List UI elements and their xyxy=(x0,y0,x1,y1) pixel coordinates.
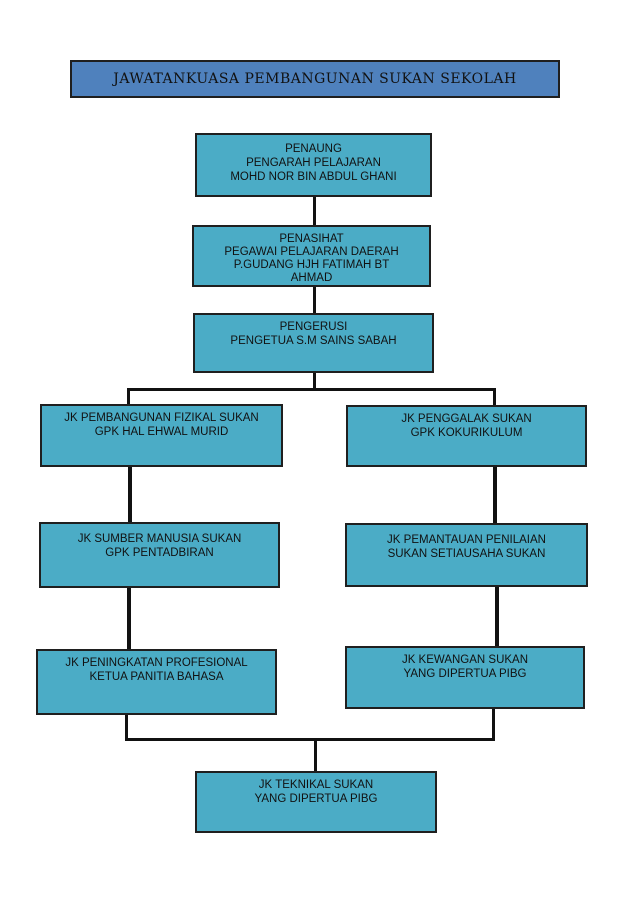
penasihat-name-2: AHMAD xyxy=(290,272,333,284)
pengerusi-title: PENGETUA S.M SAINS SABAH xyxy=(230,335,397,347)
box-jk-kewangan: JK KEWANGAN SUKAN YANG DIPERTUA PIBG xyxy=(345,646,585,709)
peningkatan-committee: JK PENINGKATAN PROFESIONAL xyxy=(65,657,248,669)
sumber-manusia-committee: JK SUMBER MANUSIA SUKAN xyxy=(77,533,242,545)
box-jk-sumber-manusia: JK SUMBER MANUSIA SUKAN GPK PENTADBIRAN xyxy=(39,522,280,588)
box-jk-peningkatan: JK PENINGKATAN PROFESIONAL KETUA PANITIA… xyxy=(36,649,277,715)
connector-left-bottom-drop xyxy=(125,715,128,740)
penasihat-title: PEGAWAI PELAJARAN DAERAH xyxy=(224,246,399,258)
connector-top-left-drop xyxy=(127,388,130,404)
connector-bottom-center-drop xyxy=(314,738,317,772)
pengerusi-role: PENGERUSI xyxy=(279,321,348,333)
connector-bottom-horizontal xyxy=(125,738,495,741)
penggalak-head: GPK KOKURIKULUM xyxy=(410,427,523,439)
connector-right-1-2 xyxy=(493,467,497,523)
connector-left-2-3 xyxy=(127,588,131,650)
box-penasihat: PENASIHAT PEGAWAI PELAJARAN DAERAH P.GUD… xyxy=(192,225,431,287)
sumber-manusia-head: GPK PENTADBIRAN xyxy=(105,547,214,559)
penasihat-role: PENASIHAT xyxy=(279,233,344,245)
penasihat-name-1: P.GUDANG HJH FATIMAH BT xyxy=(233,259,390,271)
connector-top-right-drop xyxy=(493,388,496,405)
connector-top-horizontal xyxy=(127,388,496,391)
connector-right-2-3 xyxy=(495,587,499,646)
chart-title-text: JAWATANKUASA PEMBANGUNAN SUKAN SEKOLAH xyxy=(113,71,517,87)
penaung-role: PENAUNG xyxy=(285,143,342,155)
penaung-title: PENGARAH PELAJARAN xyxy=(246,157,381,169)
box-jk-pembangunan-fizikal: JK PEMBANGUNAN FIZIKAL SUKAN GPK HAL EHW… xyxy=(40,404,283,467)
box-jk-penggalak: JK PENGGALAK SUKAN GPK KOKURIKULUM xyxy=(346,405,587,467)
connector-penasihat-pengerusi xyxy=(313,286,316,314)
box-jk-teknikal: JK TEKNIKAL SUKAN YANG DIPERTUA PIBG xyxy=(195,771,437,833)
teknikal-committee: JK TEKNIKAL SUKAN xyxy=(258,779,374,791)
box-jk-pemantauan: JK PEMANTAUAN PENILAIAN SUKAN SETIAUSAHA… xyxy=(345,523,588,587)
pemantauan-head: SUKAN SETIAUSAHA SUKAN xyxy=(387,548,546,560)
pembangunan-fizikal-head: GPK HAL EHWAL MURID xyxy=(94,426,229,438)
connector-penaung-penasihat xyxy=(313,196,316,226)
box-pengerusi: PENGERUSI PENGETUA S.M SAINS SABAH xyxy=(193,313,434,373)
peningkatan-head: KETUA PANITIA BAHASA xyxy=(89,671,224,683)
chart-title: JAWATANKUASA PEMBANGUNAN SUKAN SEKOLAH xyxy=(70,60,560,98)
penaung-name: MOHD NOR BIN ABDUL GHANI xyxy=(230,171,397,183)
connector-pengerusi-down xyxy=(313,373,316,390)
box-penaung: PENAUNG PENGARAH PELAJARAN MOHD NOR BIN … xyxy=(195,133,432,197)
teknikal-head: YANG DIPERTUA PIBG xyxy=(254,793,378,805)
connector-right-bottom-drop xyxy=(492,709,495,740)
kewangan-committee: JK KEWANGAN SUKAN xyxy=(401,654,529,666)
pembangunan-fizikal-committee: JK PEMBANGUNAN FIZIKAL SUKAN xyxy=(64,412,259,424)
penggalak-committee: JK PENGGALAK SUKAN xyxy=(401,413,532,425)
connector-left-1-2 xyxy=(128,467,132,522)
pemantauan-committee: JK PEMANTAUAN PENILAIAN xyxy=(387,534,546,546)
kewangan-head: YANG DIPERTUA PIBG xyxy=(403,668,527,680)
